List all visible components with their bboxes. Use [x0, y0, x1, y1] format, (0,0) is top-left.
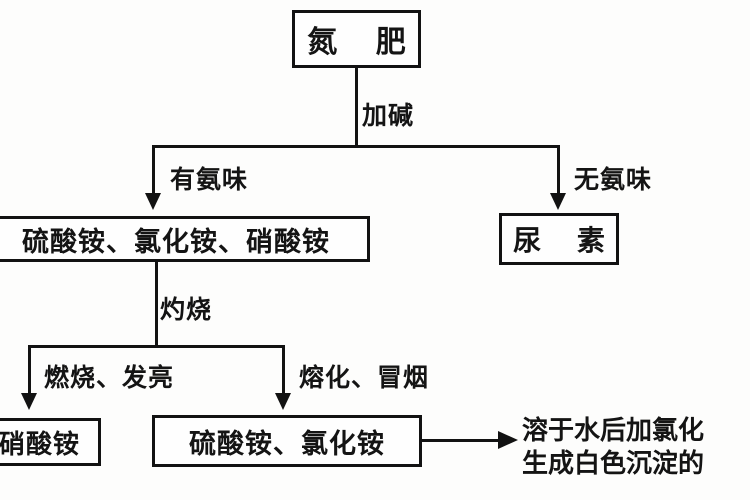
edge-label-melt-and-smoke: 熔化、冒烟 [299, 363, 430, 392]
node-sulfate-and-chloride-label: 硫酸铵、氯化铵 [189, 428, 385, 460]
connector-split-bar-top [152, 145, 560, 148]
arrowhead-down-left-top [145, 193, 161, 210]
node-sulfate-and-chloride: 硫酸铵、氯化铵 [152, 415, 422, 467]
connector-to-note [422, 439, 504, 442]
connector-stem-middle [155, 262, 158, 346]
node-ammonium-nitrate-label: 硝酸铵 [0, 429, 80, 460]
arrowhead-down-right-bottom [275, 393, 291, 410]
edge-label-burn-and-glow: 燃烧、发亮 [44, 363, 175, 392]
node-urea: 尿 素 [499, 213, 619, 265]
connector-split-bar-bottom [28, 345, 285, 348]
connector-drop-right-bottom [282, 345, 285, 395]
connector-drop-left-top [152, 145, 155, 195]
edge-label-ignite: 灼烧 [160, 295, 213, 324]
note-precipitate-line2: 生成白色沉淀的 [522, 449, 705, 480]
arrowhead-down-right-top [550, 193, 566, 210]
note-precipitate-line1: 溶于水后加氯化 [522, 416, 705, 446]
node-ammonium-nitrate: 硝酸铵 [0, 418, 101, 466]
node-ammonium-group-label: 硫酸铵、氯化铵、硝酸铵 [22, 226, 330, 258]
connector-drop-left-bottom [28, 345, 31, 395]
node-urea-label: 尿 素 [513, 224, 618, 257]
node-ammonium-group: 硫酸铵、氯化铵、硝酸铵 [0, 216, 370, 262]
connector-drop-right-top [557, 145, 560, 195]
node-nitrogen-fertilizer-label: 氮 肥 [307, 25, 420, 60]
node-nitrogen-fertilizer: 氮 肥 [292, 10, 421, 68]
note-precipitate: 溶于水后加氯化 生成白色沉淀的 [522, 415, 750, 482]
connector-stem-top [355, 68, 358, 146]
edge-label-add-alkali: 加碱 [362, 101, 415, 130]
arrowhead-down-left-bottom [21, 393, 37, 410]
edge-label-no-ammonia: 无氨味 [574, 165, 653, 194]
edge-label-has-ammonia: 有氨味 [170, 165, 249, 194]
arrowhead-right-note [498, 431, 518, 449]
